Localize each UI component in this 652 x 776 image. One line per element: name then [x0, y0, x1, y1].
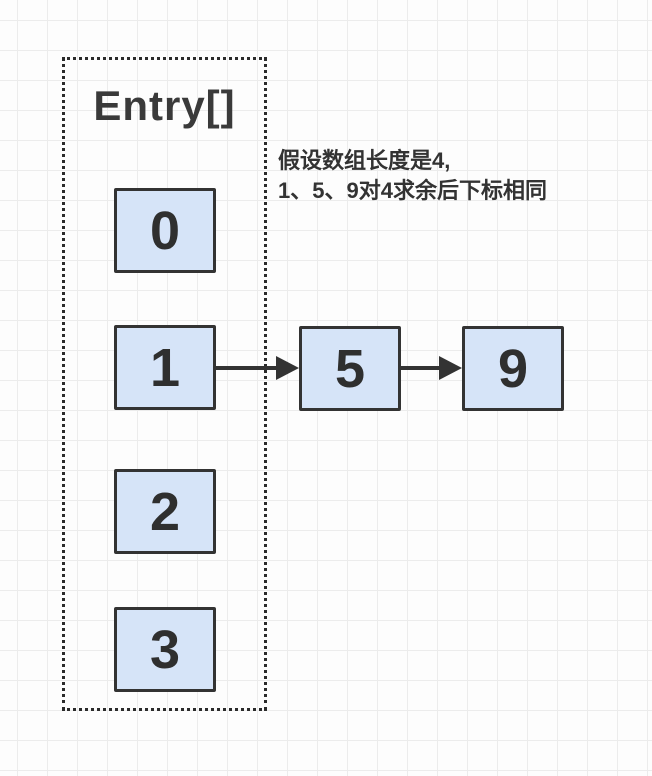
bucket-node-3: 3: [114, 607, 216, 692]
chain-node-9: 9: [462, 326, 564, 411]
arrow-icon-5-to-9: [398, 356, 462, 380]
entry-array-container: Entry[]: [62, 57, 267, 711]
annotation-text: 假设数组长度是4, 1、5、9对4求余后下标相同: [278, 146, 547, 206]
arrow-shaft: [214, 366, 278, 370]
entry-array-title: Entry[]: [93, 82, 236, 129]
chain-node-5: 5: [299, 326, 401, 411]
arrow-head-icon: [439, 356, 462, 380]
bucket-node-1: 1: [114, 325, 216, 410]
arrow-icon-1-to-5: [214, 356, 299, 380]
annotation-line-1: 假设数组长度是4,: [278, 148, 451, 173]
arrow-head-icon: [276, 356, 299, 380]
bucket-node-0: 0: [114, 188, 216, 273]
annotation-line-2: 1、5、9对4求余后下标相同: [278, 178, 547, 203]
arrow-shaft: [398, 366, 441, 370]
bucket-node-2: 2: [114, 469, 216, 554]
